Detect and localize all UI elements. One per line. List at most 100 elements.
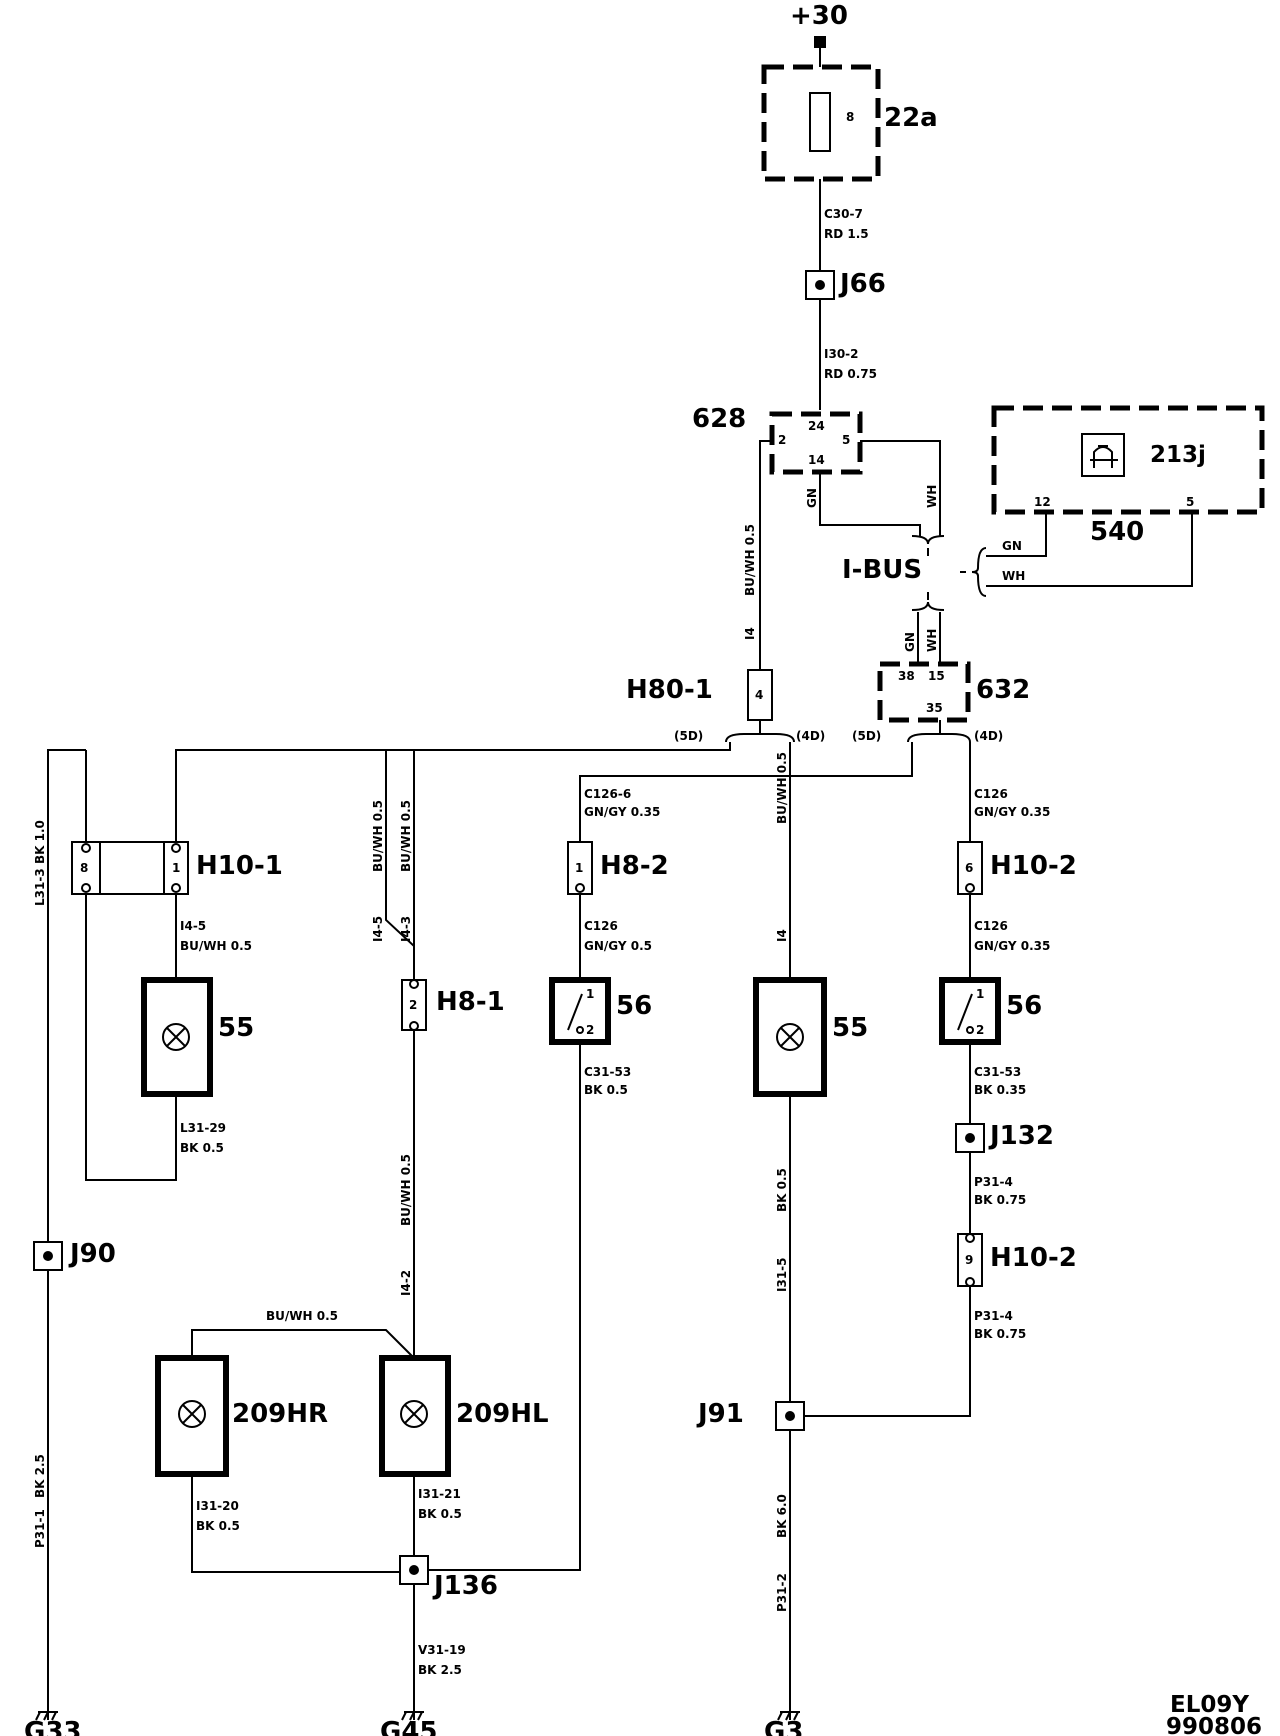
- bulb-cross-icon: [166, 1027, 186, 1047]
- wire-spec: BK 2.5: [33, 1454, 47, 1498]
- conn-h10-1-pin: 8: [80, 861, 88, 875]
- conn-h80-1: [747, 669, 773, 721]
- wire-gn-label: GN: [805, 488, 819, 508]
- variant-bracket: [725, 733, 795, 743]
- conn-628-pin: 14: [808, 453, 825, 467]
- wire-code: I4-5: [180, 919, 206, 933]
- conn-632-pin: 15: [928, 669, 945, 683]
- ground-g45-label: G45: [380, 1717, 438, 1736]
- conn-h80-1-pin: 4: [755, 688, 763, 702]
- wire-spec: GN/GY 0.35: [584, 805, 660, 819]
- pin-dot: [171, 883, 181, 893]
- wire-j91-h10-2: [804, 1286, 971, 1417]
- conn-h8-1-id: H8-1: [436, 987, 505, 1017]
- conn-628-pin: 5: [842, 433, 850, 447]
- wire-5d-h10: [175, 742, 731, 842]
- switch-56-right-label: 56: [1006, 991, 1042, 1021]
- conn-632-id: 632: [976, 675, 1030, 705]
- wire-spec: BU/WH 0.5: [371, 800, 385, 872]
- wire-5d-h8-2: [579, 742, 913, 842]
- conn-h10-1-id: H10-1: [196, 851, 283, 881]
- pin-dot: [575, 883, 585, 893]
- wire-code: I4: [743, 627, 757, 640]
- conn-h8-1-pin: 2: [409, 998, 417, 1012]
- wire-628-gn: [819, 472, 921, 536]
- fuse-id: 22a: [884, 103, 938, 133]
- module-540-pin: 12: [1034, 495, 1051, 509]
- ground-g45-icon: [401, 1711, 424, 1721]
- wire-code: L31-29: [180, 1121, 226, 1135]
- switch-56-left-label: 56: [616, 991, 652, 1021]
- conn-h80-1-id: H80-1: [626, 675, 713, 705]
- wire-spec: BU/WH 0.5: [399, 1154, 413, 1226]
- wire-buwh-209hr: [191, 1329, 415, 1359]
- wire-code: P31-4: [974, 1309, 1013, 1323]
- ground-g33-label: G33: [24, 1717, 82, 1736]
- pin-dot: [81, 843, 91, 853]
- bus-bracket-top: [911, 535, 945, 545]
- conn-h8-2-id: H8-2: [600, 851, 669, 881]
- wire-wh-label: WH: [925, 629, 939, 652]
- conn-h10-2a-pin: 6: [965, 861, 973, 875]
- pin-dot: [409, 1021, 419, 1031]
- wire-spec: BU/WH 0.5: [399, 800, 413, 872]
- wire-code: I4-3: [399, 916, 413, 942]
- junction-dot: [409, 1565, 419, 1575]
- fuse-element-icon: [809, 92, 831, 152]
- lamp-209hr-label: 209HR: [232, 1399, 328, 1429]
- wire-code: C126: [974, 919, 1008, 933]
- pin-dot: [171, 843, 181, 853]
- wire-code: I31-20: [196, 1499, 239, 1513]
- diagram-date: 990806: [1166, 1714, 1262, 1736]
- wire-wh-label: WH: [925, 485, 939, 508]
- junction-j132-label: J132: [988, 1121, 1054, 1151]
- conn-628-pin: 2: [778, 433, 786, 447]
- bulb-cross-icon: [404, 1404, 424, 1424]
- wire-spec: RD 0.75: [824, 367, 877, 381]
- junction-dot: [43, 1251, 53, 1261]
- conn-632-pin: 38: [898, 669, 915, 683]
- variant-bracket: [907, 733, 971, 743]
- wire-spec: BU/WH 0.5: [743, 524, 757, 596]
- wire-spec: BU/WH 0.5: [775, 752, 789, 824]
- module-540-id: 540: [1090, 517, 1144, 547]
- conn-h10-2a-id: H10-2: [990, 851, 1077, 881]
- wire-spec: BK 0.5: [584, 1083, 628, 1097]
- conn-628-pin: 24: [808, 419, 825, 433]
- wire-spec: BK 2.5: [418, 1663, 462, 1677]
- conn-h10-1: [71, 841, 189, 895]
- ground-g3-icon: [777, 1711, 800, 1721]
- bus-bracket-right: [971, 547, 987, 597]
- wire-code: C126-6: [584, 787, 631, 801]
- wire-code: V31-19: [418, 1643, 466, 1657]
- wire-gn-label: GN: [903, 632, 917, 652]
- wire-spec: GN/GY 0.35: [974, 939, 1050, 953]
- wire-spec: BK 0.35: [974, 1083, 1026, 1097]
- junction-j66-label: J66: [838, 269, 886, 299]
- conn-h10-2b-pin: 9: [965, 1253, 973, 1267]
- wire-code: C126: [974, 787, 1008, 801]
- wire-spec: BK 0.75: [974, 1327, 1026, 1341]
- lamp-209hl-label: 209HL: [456, 1399, 549, 1429]
- car-icon: [1090, 445, 1118, 468]
- switch-pin: 2: [586, 1023, 594, 1037]
- wire-540-wh: [986, 512, 1193, 587]
- bus-bracket-bottom: [911, 601, 945, 611]
- wire-wh-label: WH: [1002, 569, 1025, 583]
- wire-code: I4: [775, 929, 789, 942]
- switch-pin: 1: [586, 987, 594, 1001]
- variant-5d: (5D): [674, 729, 703, 743]
- supply-label: +30: [790, 1, 848, 31]
- wire-code: I31-21: [418, 1487, 461, 1501]
- wire-spec: GN/GY 0.35: [974, 805, 1050, 819]
- pin-dot: [965, 883, 975, 893]
- module-540-pin: 5: [1186, 495, 1194, 509]
- junction-j90-label: J90: [68, 1239, 116, 1269]
- wire-code: L31-3: [33, 868, 47, 906]
- switch-pin: 2: [976, 1023, 984, 1037]
- bulb-cross-icon: [182, 1404, 202, 1424]
- ground-g33-icon: [35, 1711, 58, 1721]
- wire-628-to-h80: [759, 440, 772, 670]
- wire-code: I4-2: [399, 1270, 413, 1296]
